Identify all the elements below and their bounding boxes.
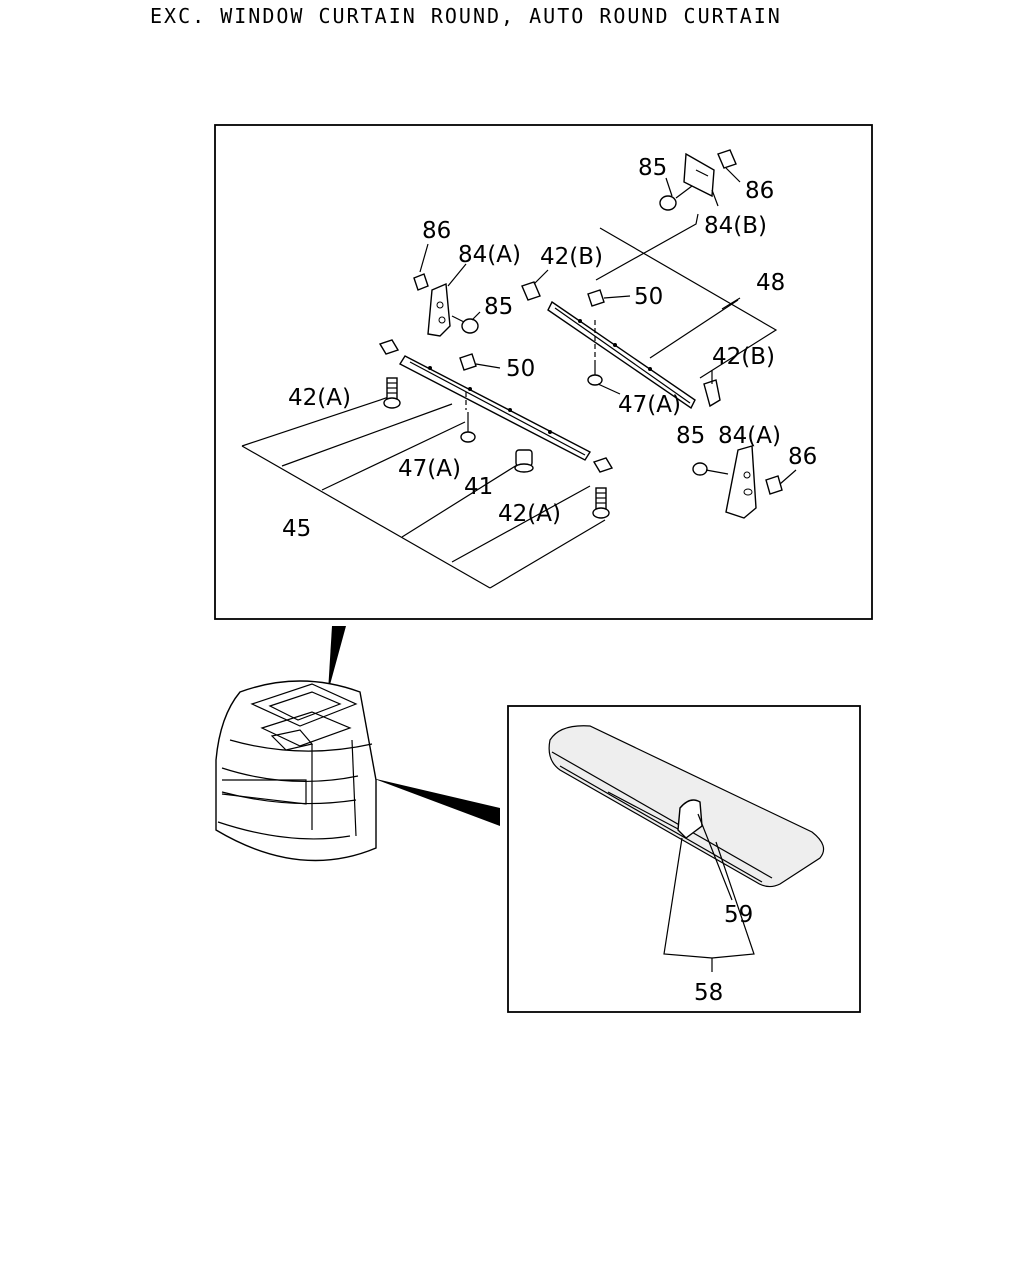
callout-85-right: 85	[676, 423, 705, 449]
callout-42a-left: 42(A)	[288, 385, 351, 411]
callout-50-left: 50	[506, 356, 535, 382]
callout-48: 48	[756, 270, 785, 296]
pointer-wedge-side	[372, 778, 500, 826]
lower-detail-frame	[507, 705, 861, 1013]
left-rail	[399, 355, 591, 461]
pointer-wedge-top	[328, 626, 346, 692]
callout-47a-right: 47(A)	[618, 392, 681, 418]
clip-86-left	[413, 273, 429, 291]
callout-42a-right: 42(A)	[498, 501, 561, 527]
bracket-48	[599, 227, 778, 379]
callout-47a-left: 47(A)	[398, 456, 461, 482]
bracket-84a-right	[725, 445, 757, 519]
bracket-45	[241, 395, 606, 589]
cab-illustration	[215, 680, 377, 862]
bolt-85-left	[451, 315, 479, 334]
clip-42a-right	[592, 457, 614, 473]
callout-59: 59	[724, 902, 753, 928]
curtain-visor	[548, 725, 825, 888]
callout-86-right: 86	[788, 444, 817, 470]
bolt-85-right	[692, 462, 729, 476]
callout-85-left: 85	[484, 294, 513, 320]
callout-58: 58	[694, 980, 723, 1006]
bracket-84a-left	[427, 282, 451, 337]
lower-leaders	[663, 813, 755, 972]
bolt-85-top	[659, 185, 693, 211]
callout-84b: 84(B)	[704, 213, 767, 239]
part-41	[514, 449, 534, 473]
callout-45: 45	[282, 516, 311, 542]
clip-42b-top	[521, 281, 541, 301]
callout-84a-right: 84(A)	[718, 423, 781, 449]
screw-47a-right	[587, 320, 603, 386]
leader-lines	[419, 167, 797, 485]
callout-86-top: 86	[745, 178, 774, 204]
bracket-84b	[683, 152, 715, 198]
callout-86-left: 86	[422, 218, 451, 244]
clip-50-left	[459, 353, 477, 371]
clip-50-right	[587, 289, 605, 307]
callout-50-right: 50	[634, 284, 663, 310]
callout-41: 41	[464, 474, 493, 500]
callout-84a-left: 84(A)	[458, 242, 521, 268]
callout-42b-right: 42(B)	[712, 344, 775, 370]
clip-86-right	[765, 475, 783, 495]
screw-left	[383, 377, 401, 409]
callout-85-top: 85	[638, 155, 667, 181]
clip-86-top	[717, 149, 737, 169]
callout-42b-top: 42(B)	[540, 244, 603, 270]
screw-47a-left	[460, 392, 476, 443]
diagram-header: EXC. WINDOW CURTAIN ROUND, AUTO ROUND CU…	[150, 4, 782, 28]
right-rail	[547, 300, 696, 410]
screw-right	[592, 487, 610, 519]
main-detail-frame	[214, 124, 873, 620]
clip-42a-left	[378, 339, 400, 355]
